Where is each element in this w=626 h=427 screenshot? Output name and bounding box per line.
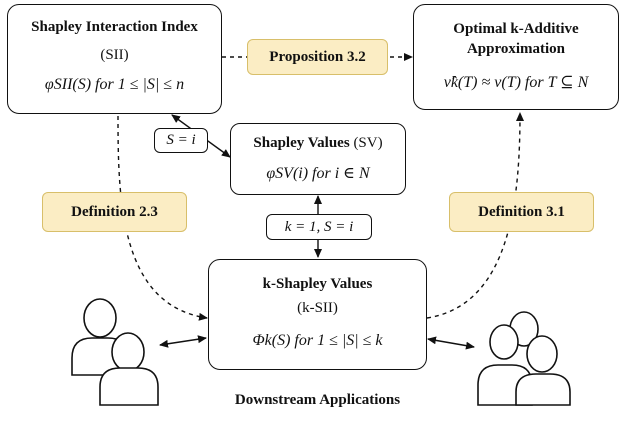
k-shapley-values-node: k-Shapley Values (k-SII) Φk(S) for 1 ≤ |… [208, 259, 427, 370]
sii-node: Shapley Interaction Index (SII) φSII(S) … [7, 4, 222, 114]
definition-3-1-ref: Definition 3.1 [449, 192, 594, 232]
k-additive-node: Optimal k-Additive Approximation ν̂k(T) … [413, 4, 619, 110]
sv-title: Shapley Values [253, 135, 350, 151]
edge-label-s-eq-i: S = i [154, 128, 208, 153]
ksv-subtitle: (k-SII) [297, 300, 338, 316]
sii-subtitle: (SII) [100, 47, 129, 63]
two-person-group-icon [71, 298, 159, 406]
proposition-3-2-ref: Proposition 3.2 [247, 39, 388, 75]
sv-abbrev: (SV) [353, 135, 383, 151]
definition-2-3-ref: Definition 2.3 [42, 192, 187, 232]
right-users-arrow [427, 336, 475, 350]
sii-title: Shapley Interaction Index [31, 19, 198, 35]
downstream-applications-caption: Downstream Applications [234, 392, 401, 408]
three-person-group-icon [477, 311, 571, 406]
sv-formula: φSV(i) for i ∈ N [266, 165, 370, 182]
left-users-arrow [159, 335, 207, 348]
sii-formula: φSII(S) for 1 ≤ |S| ≤ n [44, 76, 185, 93]
shapley-values-node: Shapley Values (SV) φSV(i) for i ∈ N [230, 123, 406, 195]
edge-label-k1-s-eq-i: k = 1, S = i [266, 214, 372, 240]
ksv-to-kadd-curve [426, 112, 524, 319]
ksv-title: k-Shapley Values [262, 276, 373, 292]
k-additive-title-line1: Optimal k-Additive [453, 21, 579, 37]
sii-to-ksv-curve [117, 115, 208, 321]
ksv-formula: Φk(S) for 1 ≤ |S| ≤ k [252, 332, 383, 349]
k-additive-formula: ν̂k(T) ≈ ν(T) for T ⊆ N [443, 74, 589, 91]
k-additive-title-line2: Approximation [466, 41, 566, 57]
